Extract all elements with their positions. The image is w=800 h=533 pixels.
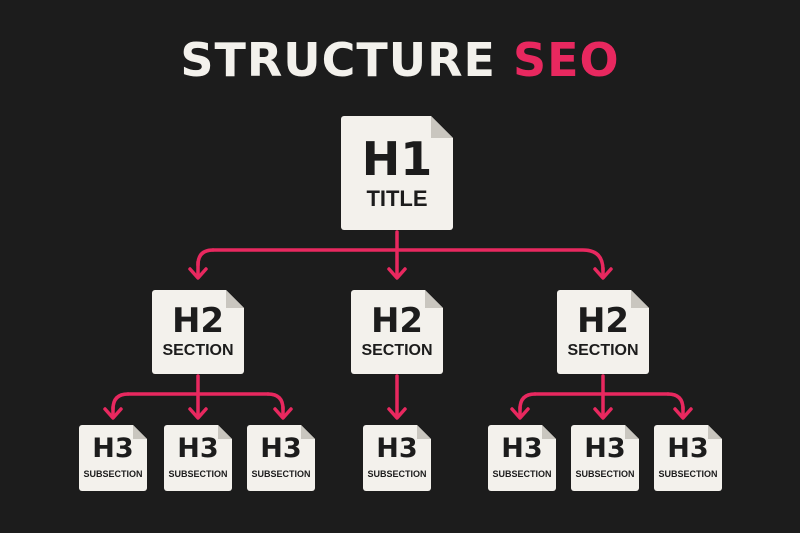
h3-label: SUBSECTION [251, 469, 311, 479]
h2-heading: H2 [576, 301, 630, 341]
h2-section-node: H2 SECTION [351, 290, 443, 374]
h2-label: SECTION [162, 342, 234, 359]
folded-corner-shadow [301, 425, 315, 439]
folded-corner-shadow [625, 425, 639, 439]
folded-corner-shadow [417, 425, 431, 439]
h3-subsection-node: H3 SUBSECTION [247, 425, 315, 491]
arrow-to-h3-2-head [188, 407, 208, 420]
h1-heading: H1 [361, 132, 433, 186]
h3-subsection-node: H3 SUBSECTION [488, 425, 556, 491]
connector-h1-left-curve [196, 248, 215, 267]
h3-subsection-node: H3 SUBSECTION [79, 425, 147, 491]
h3-label: SUBSECTION [492, 469, 552, 479]
page-title: STRUCTURE SEO [0, 30, 800, 90]
h3-subsection-node: H3 SUBSECTION [571, 425, 639, 491]
h3-heading: H3 [584, 433, 626, 464]
h3-heading: H3 [501, 433, 543, 464]
folded-corner-shadow [218, 425, 232, 439]
title-word-seo: SEO [512, 33, 620, 87]
h3-subsection-node: H3 SUBSECTION [363, 425, 431, 491]
folded-corner-shadow [226, 290, 244, 308]
h3-label: SUBSECTION [367, 469, 427, 479]
h3-heading: H3 [376, 433, 418, 464]
h2-label: SECTION [567, 342, 639, 359]
folded-corner-shadow [425, 290, 443, 308]
arrow-to-h2-center-head [387, 267, 407, 280]
h2-section-node: H2 SECTION [152, 290, 244, 374]
h3-heading: H3 [177, 433, 219, 464]
arrow-to-h3-6-head [593, 407, 613, 420]
h1-title-node: H1 TITLE [341, 116, 453, 230]
h2-heading: H2 [171, 301, 225, 341]
arrow-to-h3-1-head [103, 407, 123, 420]
connector-h2a-left [111, 392, 130, 411]
arrow-to-h3-5-head [510, 407, 530, 420]
h3-label: SUBSECTION [658, 469, 718, 479]
arrow-to-h2-left-head [188, 267, 208, 280]
connector-h2c-left [518, 392, 537, 411]
folded-corner-shadow [133, 425, 147, 439]
h3-subsection-node: H3 SUBSECTION [164, 425, 232, 491]
h3-heading: H3 [260, 433, 302, 464]
folded-corner-shadow [708, 425, 722, 439]
arrow-to-h3-7-head [673, 407, 693, 420]
h2-label: SECTION [361, 342, 433, 359]
h1-label: TITLE [366, 186, 428, 211]
connector-h2c-right [666, 392, 685, 411]
arrow-to-h3-3-head [273, 407, 293, 420]
h2-heading: H2 [370, 301, 424, 341]
title-word-structure: STRUCTURE [180, 33, 496, 87]
h3-label: SUBSECTION [575, 469, 635, 479]
h3-subsection-node: H3 SUBSECTION [654, 425, 722, 491]
h2-section-node: H2 SECTION [557, 290, 649, 374]
h3-heading: H3 [667, 433, 709, 464]
h3-label: SUBSECTION [83, 469, 143, 479]
h3-label: SUBSECTION [168, 469, 228, 479]
arrow-to-h3-4-head [387, 407, 407, 420]
folded-corner-shadow [431, 116, 453, 138]
folded-corner-shadow [631, 290, 649, 308]
arrow-to-h2-right-head [593, 267, 613, 280]
connector-h1-bar [211, 248, 605, 272]
connector-h2a-right [266, 392, 285, 411]
folded-corner-shadow [542, 425, 556, 439]
h3-heading: H3 [92, 433, 134, 464]
